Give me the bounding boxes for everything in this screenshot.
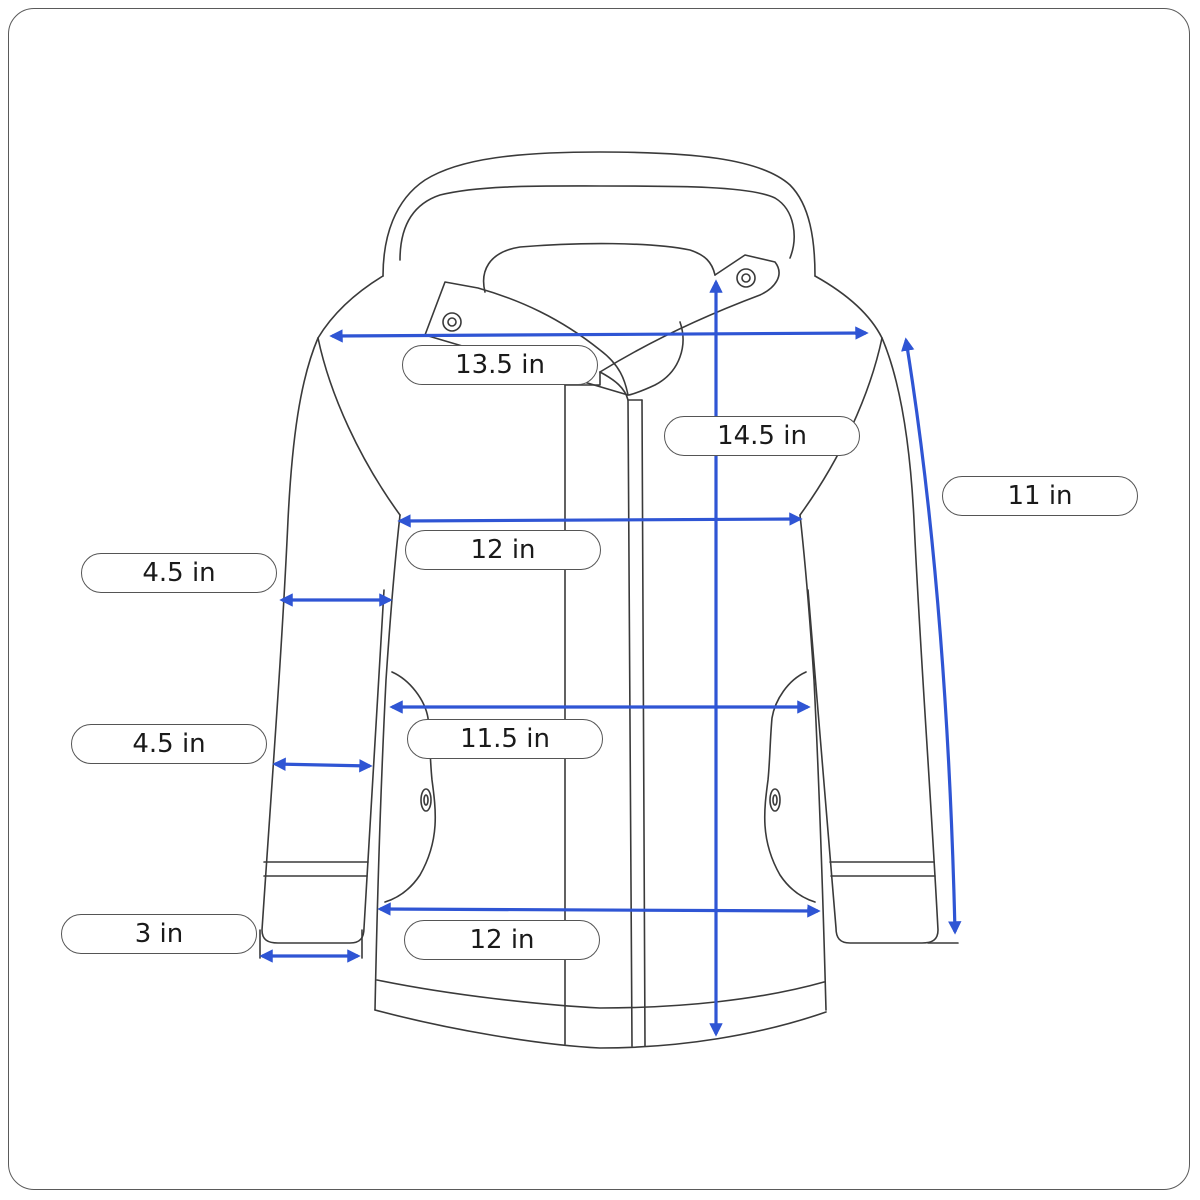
hem-band-top (376, 979, 825, 1009)
hem-bottom (374, 1009, 827, 1049)
zipper-left (627, 399, 633, 1047)
collar-button-right-center (741, 273, 751, 283)
sleeve-label: 11 in (942, 476, 1138, 516)
hem-label: 12 in (404, 920, 600, 960)
hem-arrow (377, 902, 821, 918)
right-pocket-button-center (772, 794, 778, 806)
placket-top-edge (599, 371, 643, 401)
left-pocket-button-center (423, 794, 429, 806)
waist-label: 11.5 in (407, 719, 603, 759)
left-shoulder (317, 275, 384, 339)
chest-label: 12 in (405, 530, 601, 570)
collar-flap-left (424, 281, 629, 396)
collar-flap-right (599, 254, 780, 373)
hood-lining (482, 242, 716, 293)
chest-arrow (397, 512, 803, 528)
collar-button-left-center (447, 317, 457, 327)
image-frame (8, 8, 1190, 1190)
body-right-side (799, 514, 827, 1011)
shoulder-arrow (329, 326, 869, 343)
jacket-outline (259, 151, 959, 1049)
body-left-side (374, 514, 401, 1011)
left-pocket-button (420, 788, 432, 812)
shoulder-label: 13.5 in (402, 345, 598, 385)
forearm-label: 4.5 in (71, 724, 267, 764)
right-shoulder (814, 275, 883, 339)
placket-top (564, 371, 601, 386)
left-armhole (317, 337, 401, 516)
collar-button-left (442, 312, 462, 332)
length-label: 14.5 in (664, 416, 860, 456)
sleeve-arrow (901, 337, 962, 935)
collar-button-right (736, 268, 756, 288)
dimension-lines (259, 279, 962, 1037)
right-pocket-button (769, 788, 781, 812)
cuff-label: 3 in (61, 914, 257, 954)
hood-outline (382, 151, 816, 277)
hood-inner (399, 185, 795, 261)
upper-arm-label: 4.5 in (81, 553, 277, 593)
zipper-right (641, 399, 646, 1047)
forearm-arrow (272, 757, 373, 773)
left-sleeve-outer (261, 337, 385, 944)
